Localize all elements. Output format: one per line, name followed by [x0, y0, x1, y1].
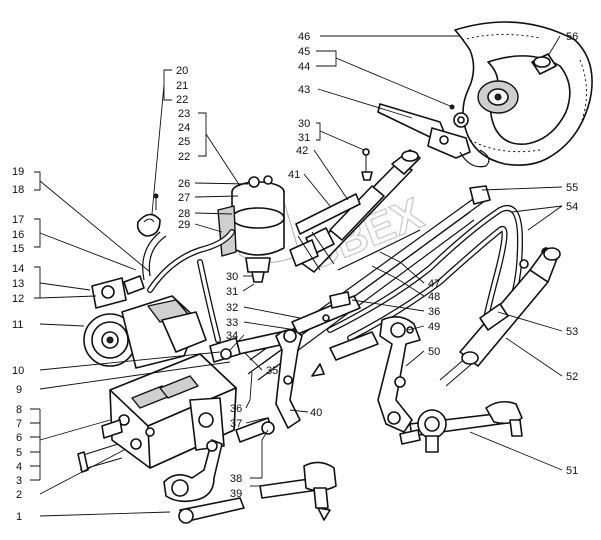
callout-50: 50	[428, 346, 440, 358]
callout-40: 40	[310, 407, 322, 419]
callout-10: 10	[12, 365, 24, 377]
callout-11: 11	[12, 319, 23, 331]
callout-30-upper: 30	[298, 118, 310, 130]
hydraulic-pump	[83, 275, 207, 369]
callout-26: 26	[178, 178, 190, 190]
callout-35: 35	[266, 365, 278, 377]
callout-46: 46	[298, 31, 310, 43]
oil-reservoir	[217, 175, 285, 283]
callout-55: 55	[566, 182, 578, 194]
callout-6: 6	[16, 432, 22, 444]
callout-37: 37	[230, 418, 242, 430]
callout-24: 24	[178, 122, 190, 134]
wheel-hub-parts	[449, 104, 469, 128]
callout-56: 56	[566, 31, 578, 43]
callout-20: 20	[176, 65, 188, 77]
steering-column	[289, 148, 421, 273]
callout-17: 17	[12, 214, 24, 226]
callout-19: 19	[12, 166, 24, 178]
callout-39: 39	[230, 488, 242, 500]
callout-41: 41	[288, 169, 300, 181]
callout-14: 14	[12, 263, 24, 275]
callout-16: 16	[12, 229, 24, 241]
callout-3: 3	[16, 475, 22, 487]
callout-42: 42	[296, 145, 308, 157]
callout-48: 48	[428, 291, 440, 303]
steering-wheel	[454, 21, 593, 166]
callout-43: 43	[298, 84, 310, 96]
callout-22: 22	[176, 94, 188, 106]
callout-34: 34	[226, 330, 238, 342]
callout-15: 15	[12, 243, 24, 255]
callout-28: 28	[178, 208, 190, 220]
callout-54: 54	[566, 201, 578, 213]
callout-32: 32	[226, 302, 238, 314]
drag-link-assembly	[209, 291, 351, 443]
tie-rod-right	[399, 400, 523, 453]
callout-2: 2	[16, 489, 22, 501]
bracket-clamp	[136, 193, 161, 237]
callout-4: 4	[16, 461, 22, 473]
pitman-arm-left	[163, 439, 245, 524]
callout-47: 47	[428, 278, 440, 290]
callout-8: 8	[16, 404, 22, 416]
callout-36-right: 36	[428, 306, 440, 318]
callout-25: 25	[178, 136, 190, 148]
hydraulic-cylinder	[439, 247, 561, 387]
tie-rod-left	[259, 461, 337, 521]
callout-12: 12	[12, 293, 24, 305]
callout-23: 23	[178, 108, 190, 120]
callout-5: 5	[16, 447, 22, 459]
callout-13: 13	[12, 278, 24, 290]
callout-31-upper: 31	[298, 132, 310, 144]
callout-33: 33	[226, 317, 238, 329]
callout-31-lower: 31	[226, 286, 238, 298]
pump-pipes	[142, 229, 235, 343]
callout-45: 45	[298, 46, 310, 58]
callout-38: 38	[230, 473, 242, 485]
callout-9: 9	[16, 384, 22, 396]
hydraulic-hoses	[327, 205, 551, 341]
callout-53: 53	[566, 326, 578, 338]
leader-lines	[30, 35, 563, 517]
callout-22-second: 22	[178, 151, 190, 163]
callout-49: 49	[428, 321, 440, 333]
callout-52: 52	[566, 371, 578, 383]
callout-21: 21	[176, 80, 188, 92]
steering-gear-box	[77, 353, 237, 473]
callout-51: 51	[566, 465, 578, 477]
callout-labels: 19 18 17 16 15 14 13 12 11 10 9 8 7 6 5 …	[12, 31, 578, 523]
callout-29: 29	[178, 219, 190, 231]
callout-30-lower: 30	[226, 271, 238, 283]
callout-7: 7	[16, 418, 22, 430]
steering-arm-right	[329, 316, 421, 433]
callout-44: 44	[298, 61, 310, 73]
callout-36: 36	[230, 403, 242, 415]
callout-1: 1	[16, 511, 22, 523]
callout-18: 18	[12, 184, 24, 196]
callout-27: 27	[178, 192, 190, 204]
